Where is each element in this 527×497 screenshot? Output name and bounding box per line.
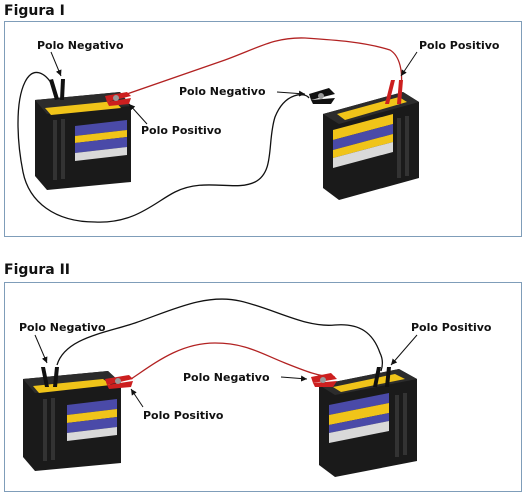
arrow-right-negative [280, 375, 308, 382]
right-negative-clamp [311, 373, 337, 387]
arrow-right-positive [390, 334, 418, 366]
right-battery [319, 369, 417, 477]
figure-1-panel: Polo Negativo Polo Positivo Polo Negativ… [4, 21, 522, 237]
figure-2-title: Figura II [4, 262, 70, 278]
right-battery [323, 92, 419, 200]
label-left-negative: Polo Negativo [37, 39, 124, 52]
left-negative-clamp [41, 367, 59, 387]
figure-1-diagram: Polo Negativo Polo Positivo Polo Negativ… [17, 37, 500, 223]
right-positive-clamp [373, 367, 391, 387]
right-negative-clamp [309, 88, 335, 104]
left-battery [23, 371, 121, 471]
figure-2-panel: Polo Negativo Polo Positivo Polo Negativ… [4, 282, 522, 492]
label-left-positive: Polo Positivo [143, 409, 224, 422]
arrow-left-positive [130, 388, 144, 408]
red-cable [126, 37, 403, 95]
figure-1-title: Figura I [4, 3, 65, 19]
label-right-positive: Polo Positivo [419, 39, 500, 52]
label-right-positive: Polo Positivo [411, 321, 492, 334]
label-right-negative: Polo Negativo [183, 371, 270, 384]
label-right-negative: Polo Negativo [179, 85, 266, 98]
label-left-positive: Polo Positivo [141, 124, 222, 137]
arrow-left-negative [34, 334, 48, 364]
arrow-left-negative [50, 51, 62, 77]
label-left-negative: Polo Negativo [19, 321, 106, 334]
red-cable [130, 342, 336, 380]
arrow-right-negative [276, 90, 306, 97]
left-battery [35, 92, 131, 190]
left-positive-clamp [105, 375, 133, 389]
figure-2-diagram: Polo Negativo Polo Positivo Polo Negativ… [19, 298, 492, 477]
left-positive-clamp [105, 92, 131, 106]
black-cable [17, 71, 310, 223]
arrow-right-positive [400, 51, 418, 77]
left-negative-clamp [49, 79, 65, 100]
right-positive-clamp [385, 80, 403, 104]
black-cable [56, 298, 384, 372]
arrow-left-positive [128, 103, 148, 125]
